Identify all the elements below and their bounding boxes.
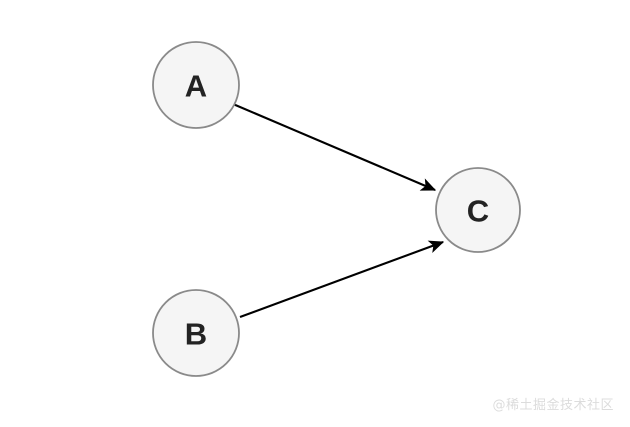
node-a-label: A	[185, 69, 207, 104]
node-b[interactable]: B	[152, 289, 240, 377]
node-c-label: C	[467, 194, 489, 229]
edge-a-to-c[interactable]	[232, 103, 437, 191]
watermark-text: @稀土掘金技术社区	[492, 398, 614, 413]
node-c-circle	[435, 167, 521, 253]
edge-a-to-c-line	[232, 103, 437, 191]
edge-b-to-c-line	[239, 240, 445, 318]
node-b-circle	[152, 289, 240, 377]
node-c[interactable]: C	[435, 167, 521, 253]
node-a[interactable]: A	[152, 41, 240, 129]
node-b-label: B	[185, 317, 207, 352]
node-a-circle	[152, 41, 240, 129]
edge-b-to-c[interactable]	[239, 240, 445, 318]
